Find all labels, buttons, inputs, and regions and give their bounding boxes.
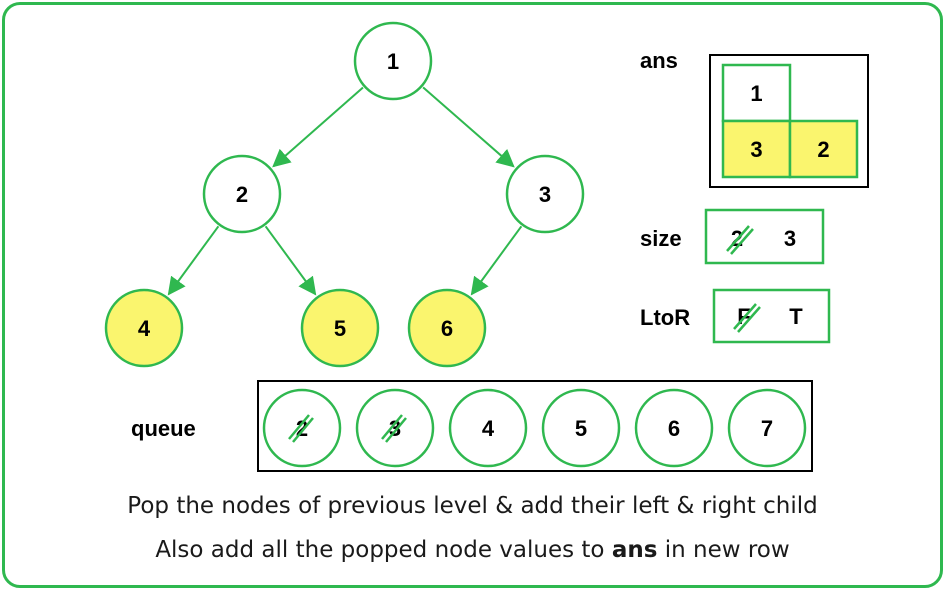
ans-cell-box	[788, 119, 859, 179]
tree-node-circle	[202, 154, 282, 234]
tree-node-circle	[104, 288, 184, 368]
ltor-label: LtoR	[640, 305, 690, 330]
tree-node-circle	[407, 288, 487, 368]
queue-item-circle	[448, 388, 528, 468]
size-new-value: 3	[784, 226, 796, 251]
tree-node-2: 2	[202, 154, 282, 234]
tree-node-circle	[353, 21, 433, 101]
tree-edge-3-6	[470, 225, 523, 296]
tree-node-circle	[300, 288, 380, 368]
tree-edge-2-4	[167, 225, 220, 296]
tree-node-1: 1	[353, 21, 433, 101]
tree-node-4: 4	[104, 288, 184, 368]
tree-node-label: 6	[441, 316, 453, 341]
queue-item-value: 5	[575, 416, 587, 441]
ans-cell-r0-c0: 1	[721, 63, 792, 123]
ans-label: ans	[640, 48, 678, 73]
ans-cell-box	[721, 119, 792, 179]
size-strike-mark	[730, 228, 754, 255]
tree-node-label: 1	[387, 49, 399, 74]
ans-cell-r1-c0: 3	[721, 119, 792, 179]
tree-node-label: 4	[138, 316, 151, 341]
caption-line-2-bold: ans	[611, 537, 658, 563]
tree-node-5: 5	[300, 288, 380, 368]
queue-item-5: 5	[541, 388, 621, 468]
queue-item-2: 2	[262, 388, 342, 468]
caption-line-2-prefix: Also add all the popped node values to	[155, 537, 612, 563]
tree-edge-1-2	[272, 86, 364, 168]
queue-box	[257, 380, 813, 472]
ans-cell-r1-c1: 2	[788, 119, 859, 179]
queue-strike-mark	[381, 414, 403, 440]
tree-node-circle	[505, 154, 585, 234]
tree-edges	[167, 86, 523, 296]
queue-item-value: 6	[668, 416, 680, 441]
size-strike-mark	[726, 225, 750, 252]
tree-edge-1-3	[422, 86, 515, 168]
queue-item-4: 4	[448, 388, 528, 468]
queue-strike-mark	[288, 414, 310, 440]
queue-item-7: 7	[727, 388, 807, 468]
queue-strike-mark	[385, 417, 407, 443]
ans-panel	[709, 54, 869, 188]
ltor-box	[712, 288, 831, 344]
tree-node-label: 5	[334, 316, 346, 341]
tree-node-label: 2	[236, 182, 248, 207]
queue-item-circle	[355, 388, 435, 468]
ltor-strike-mark	[733, 303, 757, 330]
queue-item-value: 7	[761, 416, 773, 441]
tree-node-label: 3	[539, 182, 551, 207]
size-box	[704, 208, 825, 265]
queue-item-circle	[262, 388, 342, 468]
tree-node-3: 3	[505, 154, 585, 234]
queue-item-circle	[634, 388, 714, 468]
caption-line-2-suffix: in new row	[657, 537, 790, 563]
caption-line-1: Pop the nodes of previous level & add th…	[127, 493, 818, 519]
queue-item-value: 4	[482, 416, 495, 441]
caption-line-2: Also add all the popped node values to a…	[0, 537, 945, 563]
tree-nodes: 1 2 3 4 5 6	[104, 21, 585, 368]
queue-item-circle	[541, 388, 621, 468]
ltor-strike-mark	[737, 306, 761, 333]
queue-strike-mark	[292, 417, 314, 443]
tree-node-6: 6	[407, 288, 487, 368]
ans-cell-value: 3	[750, 137, 762, 162]
queue-label: queue	[131, 416, 196, 441]
queue-item-6: 6	[634, 388, 714, 468]
queue-item-circle	[727, 388, 807, 468]
ans-cells: 1 3 2	[721, 63, 859, 179]
ltor-new-value: T	[789, 304, 803, 329]
size-label: size	[640, 226, 682, 251]
ans-cell-value: 1	[750, 81, 762, 106]
queue-item-3: 3	[355, 388, 435, 468]
tree-edge-2-5	[264, 225, 317, 296]
ans-cell-value: 2	[817, 137, 829, 162]
